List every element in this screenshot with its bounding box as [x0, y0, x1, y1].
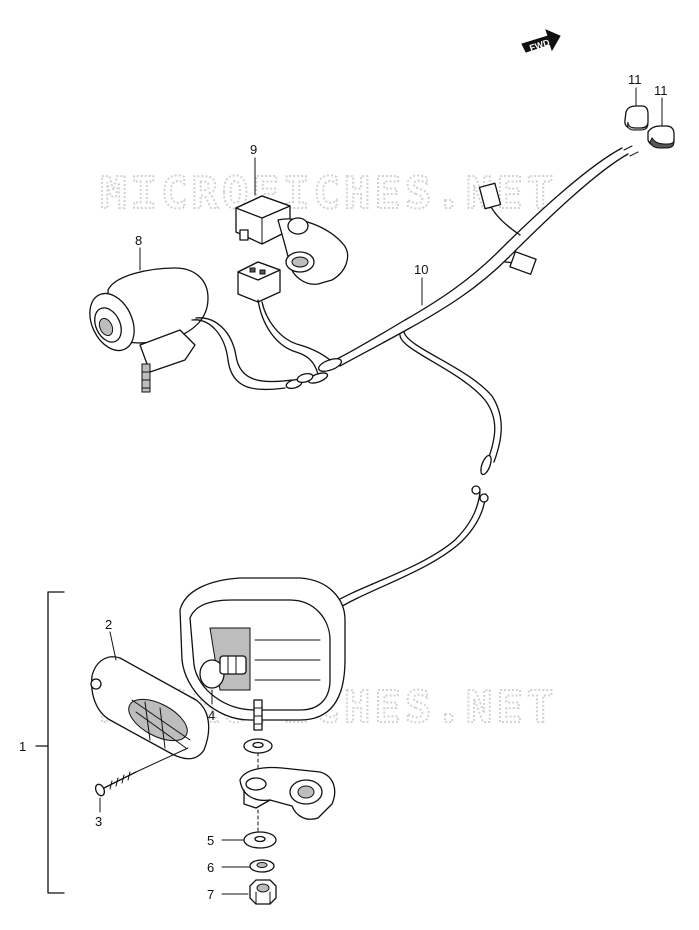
callout-8: 8 [135, 233, 142, 248]
callout-leaders [99, 87, 663, 895]
lens-part-2 [90, 656, 210, 760]
wire-end-cap-part-11a [624, 105, 649, 131]
callout-6: 6 [207, 860, 214, 875]
callout-2: 2 [105, 617, 112, 632]
washer-part-5 [243, 809, 277, 849]
lock-washer-part-6 [249, 859, 275, 873]
fwd-arrow-icon: FWD [521, 29, 561, 53]
callout-9: 9 [250, 142, 257, 157]
callout-7: 7 [207, 887, 214, 902]
wire-end-cap-part-11b [647, 125, 675, 149]
fwd-label: FWD [528, 37, 551, 53]
callout-1: 1 [19, 739, 26, 754]
callout-4: 4 [208, 708, 215, 723]
callout-11a: 11 [628, 72, 642, 87]
callout-5: 5 [207, 833, 214, 848]
nut-part-7 [249, 879, 277, 905]
mounting-stud [253, 699, 263, 731]
group-bracket-part-1 [35, 591, 65, 894]
clamp-bracket [239, 766, 336, 820]
wiring-harness-part-10 [307, 145, 639, 611]
watermark-top: MICROFICHES.NET [100, 168, 557, 219]
screw-part-3 [94, 747, 189, 797]
callout-11b: 11 [654, 83, 668, 98]
relay-switch-part-9 [235, 195, 349, 375]
callout-10: 10 [414, 262, 428, 277]
washer-upper [243, 738, 273, 771]
lamp-assembly-part-8 [89, 267, 314, 393]
callout-3: 3 [95, 814, 102, 829]
tail-lamp-housing [179, 577, 346, 721]
bulb-part-4 [199, 655, 247, 689]
